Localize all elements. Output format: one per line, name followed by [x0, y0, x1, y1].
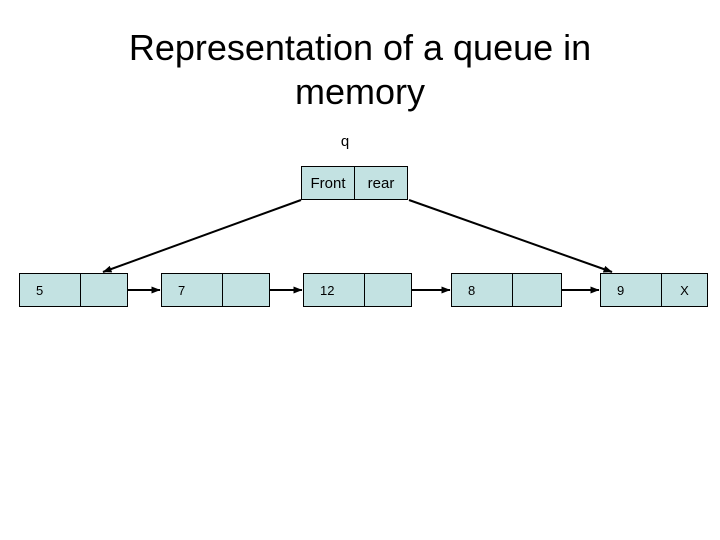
node-link-cell[interactable]	[365, 273, 412, 307]
node-data-cell[interactable]: 7	[161, 273, 223, 307]
node-data-cell[interactable]: 12	[303, 273, 365, 307]
front-pointer-arrow	[102, 199, 302, 273]
node-link-cell[interactable]	[223, 273, 270, 307]
node-data-cell[interactable]: 8	[451, 273, 513, 307]
node-data-cell[interactable]: 5	[19, 273, 81, 307]
node-data-cell[interactable]: 9	[600, 273, 662, 307]
node-link-cell[interactable]	[81, 273, 128, 307]
node-null-link-cell[interactable]: X	[662, 273, 708, 307]
node-link-cell[interactable]	[513, 273, 562, 307]
rear-pointer-arrow	[408, 199, 613, 273]
queue-rear-cell[interactable]: rear	[354, 166, 408, 200]
page-title: Representation of a queue in memory	[128, 27, 592, 112]
queue-pointer-label: q	[340, 133, 350, 150]
queue-front-cell[interactable]: Front	[301, 166, 355, 200]
